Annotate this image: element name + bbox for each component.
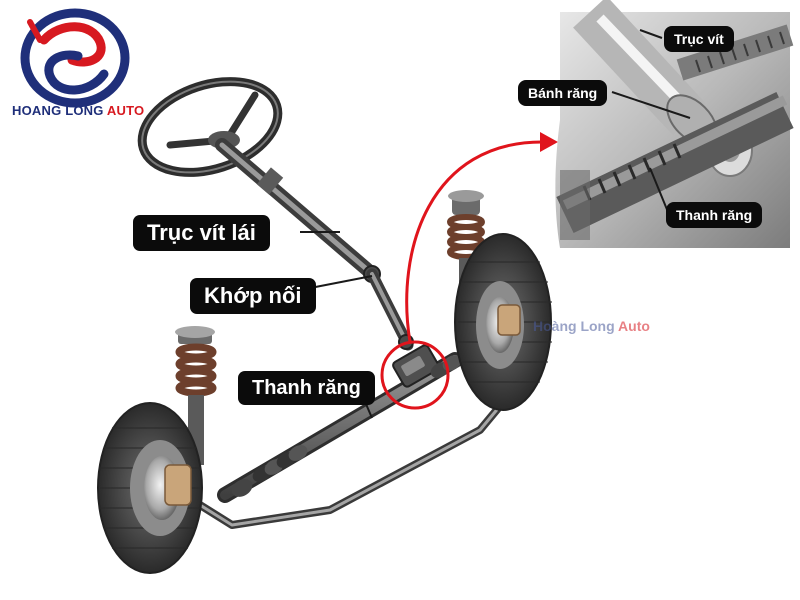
steering-wheel-icon — [137, 77, 283, 177]
label-rack-main: Thanh răng — [238, 371, 375, 405]
watermark-accent: Auto — [618, 318, 650, 334]
inset-pointers — [611, 29, 691, 213]
label-inset-rack: Thanh răng — [666, 202, 763, 228]
label-steering-shaft: Trục vít lái — [133, 215, 270, 251]
brand-name-accent: AUTO — [106, 103, 145, 118]
brand-name: HOANG LONG AUTO — [12, 103, 144, 118]
label-joint: Khớp nối — [190, 278, 316, 314]
label-inset-pinion: Bánh răng — [518, 80, 608, 106]
highlight-arrow — [405, 140, 546, 343]
highlight-circle — [380, 340, 450, 410]
left-wheel-assembly — [97, 326, 217, 574]
brand-logo-icon — [20, 8, 130, 108]
label-inset-shaft: Trục vít — [664, 26, 734, 52]
arrow-head-icon — [540, 132, 558, 152]
watermark-main: Hoàng Long — [533, 318, 615, 334]
steering-column — [215, 138, 414, 351]
inset-detail — [555, 0, 794, 248]
brand-name-main: HOANG LONG — [12, 103, 104, 118]
steering-rack — [196, 344, 509, 529]
watermark: Hoàng Long Auto — [533, 318, 650, 334]
right-wheel-assembly — [447, 190, 552, 411]
